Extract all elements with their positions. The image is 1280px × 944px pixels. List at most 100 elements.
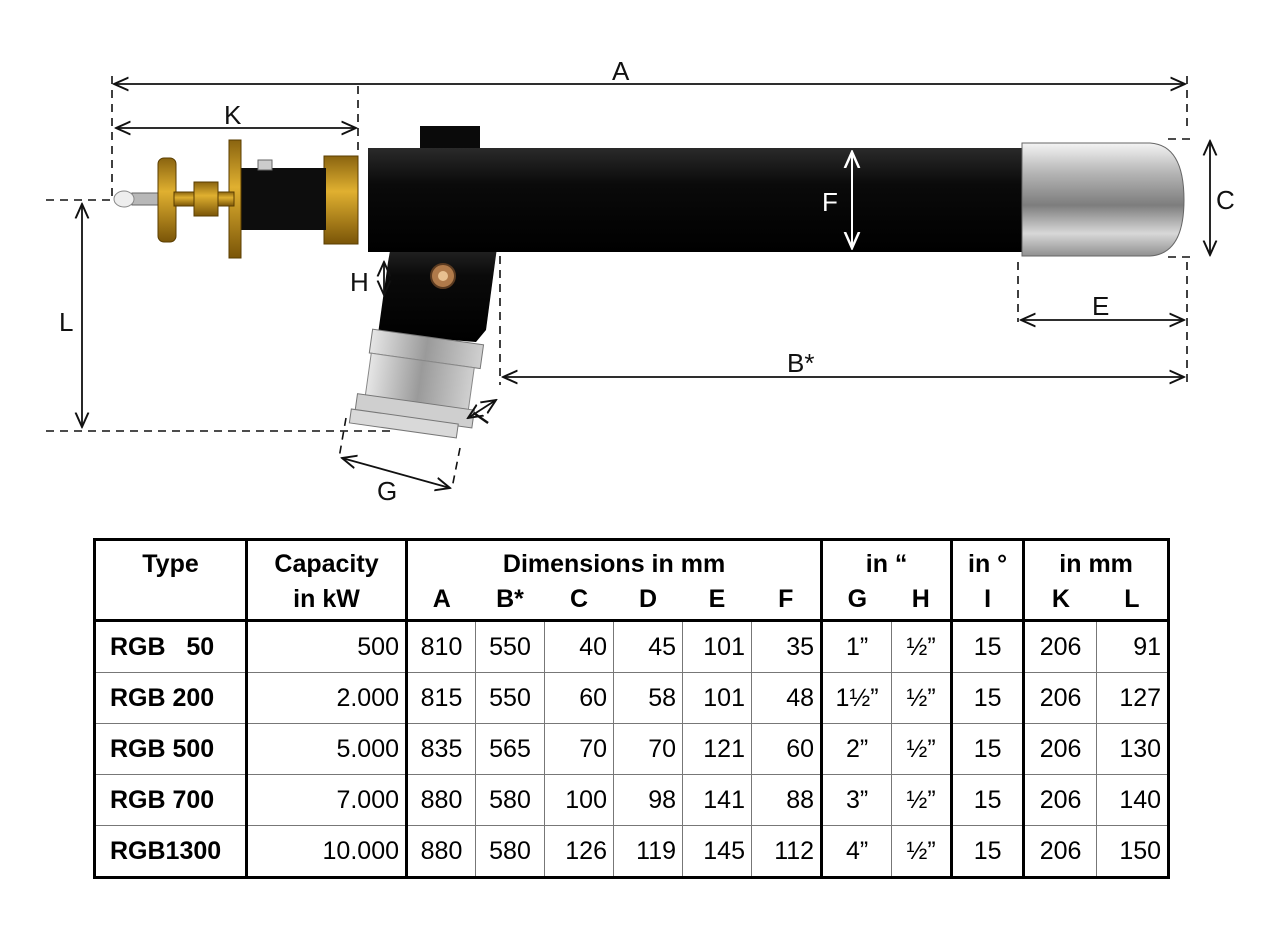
dimension-lines <box>82 84 1210 488</box>
cell-I: 15 <box>950 825 1024 878</box>
header-type: Type <box>142 550 199 578</box>
col-header-C: C <box>569 584 589 613</box>
col-header-A: A <box>405 579 476 621</box>
cell-K: 206 <box>1022 774 1097 826</box>
cell-I: 15 <box>950 619 1024 673</box>
cell-E: 145 <box>682 825 752 878</box>
cell-L: 127 <box>1096 672 1169 724</box>
cell-type: RGB1300 <box>94 825 247 878</box>
cell-G: 4” <box>820 825 892 878</box>
col-header-E: E <box>708 584 726 613</box>
dim-label-E: E <box>1092 291 1109 321</box>
cell-capacity: 500 <box>245 619 407 673</box>
cell-B: 550 <box>475 619 545 673</box>
cell-A: 815 <box>405 672 476 724</box>
dim-label-F: F <box>822 187 838 217</box>
extension-lines <box>46 76 1196 489</box>
cell-I: 15 <box>950 723 1024 775</box>
header-in-mm: in mm <box>1022 539 1169 579</box>
cell-A: 880 <box>405 825 476 878</box>
cell-C: 70 <box>544 723 614 775</box>
col-header-F: F <box>778 584 794 613</box>
cell-capacity: 10.000 <box>245 825 407 878</box>
dim-label-C: C <box>1216 185 1235 215</box>
cell-H: ½” <box>891 619 952 673</box>
cell-B: 565 <box>475 723 545 775</box>
cell-E: 101 <box>682 672 752 724</box>
cell-I: 15 <box>950 774 1024 826</box>
cell-G: 3” <box>820 774 892 826</box>
cell-A: 810 <box>405 619 476 673</box>
dim-I-line <box>468 400 496 418</box>
cell-F: 60 <box>750 723 822 775</box>
cell-K: 206 <box>1022 723 1097 775</box>
cell-capacity: 7.000 <box>245 774 407 826</box>
cell-capacity: 5.000 <box>245 723 407 775</box>
dimensions-table: Type Capacity Dimensions in mm in “ in °… <box>93 538 1171 879</box>
header-capacity-unit: in kW <box>245 579 407 621</box>
table-row: RGB 200 2.000 815 550 60 58 101 48 1½” ½… <box>94 672 1169 724</box>
cell-D: 45 <box>613 619 683 673</box>
cell-C: 126 <box>544 825 614 878</box>
cell-B: 550 <box>475 672 545 724</box>
table-row: RGB 500 5.000 835 565 70 70 121 60 2” ½”… <box>94 723 1169 775</box>
dim-label-A: A <box>612 56 630 86</box>
col-header-D: D <box>638 584 658 613</box>
cell-G: 1” <box>820 619 892 673</box>
col-header-H: H <box>911 584 930 613</box>
cell-A: 835 <box>405 723 476 775</box>
dim-label-K: K <box>224 100 242 130</box>
cell-F: 35 <box>750 619 822 673</box>
cell-capacity: 2.000 <box>245 672 407 724</box>
cell-G: 2” <box>820 723 892 775</box>
dim-label-H: H <box>350 267 369 297</box>
col-header-K: K <box>1022 579 1097 621</box>
header-dimensions: Dimensions in mm <box>404 539 822 579</box>
header-row-2: in kW A B* C D E F G H I K L <box>95 579 1169 621</box>
cell-L: 140 <box>1096 774 1169 826</box>
table-row: RGB 700 7.000 880 580 100 98 141 88 3” ½… <box>94 774 1169 826</box>
header-in-inch: in “ <box>820 539 952 579</box>
cell-E: 141 <box>682 774 752 826</box>
col-header-L: L <box>1124 584 1140 613</box>
cell-type: RGB 50 <box>94 619 247 673</box>
cell-F: 112 <box>750 825 822 878</box>
dim-label-L: L <box>59 307 73 337</box>
dim-label-B: B* <box>787 348 814 378</box>
cell-K: 206 <box>1022 619 1097 673</box>
header-in-deg: in ° <box>950 539 1024 579</box>
cell-K: 206 <box>1022 672 1097 724</box>
cell-C: 60 <box>544 672 614 724</box>
cell-H: ½” <box>891 672 952 724</box>
col-header-I: I <box>950 579 1024 621</box>
header-type-blank <box>95 579 247 621</box>
cell-L: 91 <box>1096 619 1169 673</box>
cell-type: RGB 700 <box>94 774 247 826</box>
table-row: RGB 50 500 810 550 40 45 101 35 1” ½” 15… <box>94 619 1169 673</box>
cell-L: 150 <box>1096 825 1169 878</box>
cell-A: 880 <box>405 774 476 826</box>
burner-illustration <box>113 126 1185 439</box>
cell-C: 100 <box>544 774 614 826</box>
col-header-G: G <box>820 579 892 621</box>
cell-E: 101 <box>682 619 752 673</box>
header-row-1: Type Capacity Dimensions in mm in “ in °… <box>95 539 1169 579</box>
col-header-B: B* <box>496 584 524 613</box>
cell-L: 130 <box>1096 723 1169 775</box>
burner-dimension-drawing: A K F C H L E B* G I <box>46 56 1235 506</box>
cell-type: RGB 500 <box>94 723 247 775</box>
cell-I: 15 <box>950 672 1024 724</box>
cell-B: 580 <box>475 774 545 826</box>
cell-D: 58 <box>613 672 683 724</box>
cell-F: 88 <box>750 774 822 826</box>
cell-H: ½” <box>891 825 952 878</box>
cell-D: 119 <box>613 825 683 878</box>
cell-D: 98 <box>613 774 683 826</box>
cell-F: 48 <box>750 672 822 724</box>
table-row: RGB1300 10.000 880 580 126 119 145 112 4… <box>94 825 1169 878</box>
cell-H: ½” <box>891 774 952 826</box>
cell-E: 121 <box>682 723 752 775</box>
cell-C: 40 <box>544 619 614 673</box>
cell-G: 1½” <box>820 672 892 724</box>
header-capacity: Capacity <box>245 539 407 579</box>
